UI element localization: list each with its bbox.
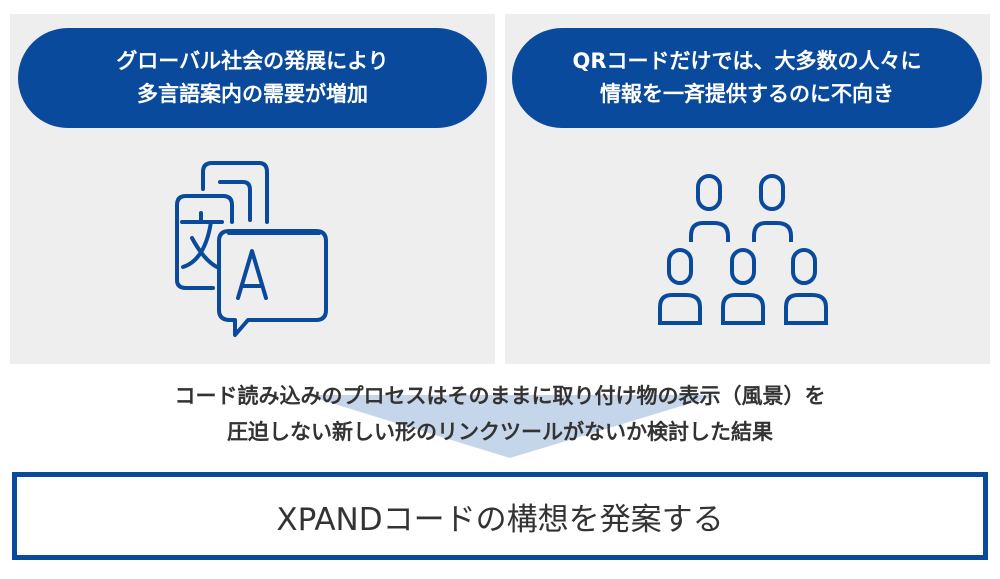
heading-line: QRコードだけでは、大多数の人々に: [572, 49, 922, 73]
left-pill-heading: グローバル社会の発展により 多言語案内の需要が増加: [18, 28, 487, 128]
translate-icon: [175, 161, 328, 337]
right-pill-heading: QRコードだけでは、大多数の人々に 情報を一斉提供するのに不向き: [512, 28, 982, 128]
result-label: XPANDコードの構想を発案する: [276, 501, 724, 538]
middle-line: コード読み込みのプロセスはそのままに取り付け物の表示（風景）を: [174, 384, 826, 408]
heading-line: 情報を一斉提供するのに不向き: [600, 82, 894, 106]
heading-line: 多言語案内の需要が増加: [137, 82, 368, 106]
middle-line: 圧迫しない新しい形のリンクツールがないか検討した結果: [227, 420, 773, 444]
middle-explanation: コード読み込みのプロセスはそのままに取り付け物の表示（風景）を 圧迫しない新しい…: [0, 378, 1000, 450]
heading-line: グローバル社会の発展により: [116, 49, 389, 73]
result-box: XPANDコードの構想を発案する: [12, 472, 988, 560]
down-arrow: [305, 395, 718, 458]
people-group-icon: [658, 174, 828, 325]
